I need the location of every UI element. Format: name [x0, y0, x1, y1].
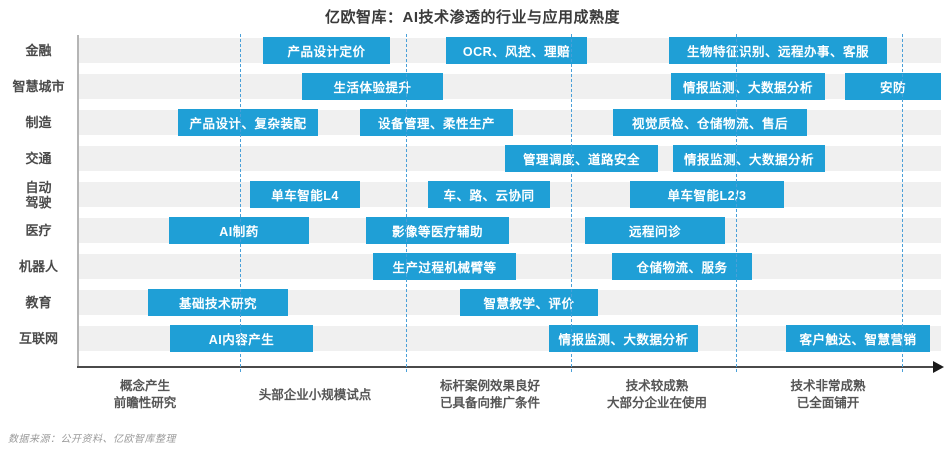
task-box: 情报监测、大数据分析: [673, 145, 825, 172]
industry-label: 制造: [0, 104, 77, 141]
source-note: 数据来源：公开资料、亿欧智库整理: [8, 434, 176, 445]
stage-axis-label-line: 技术较成熟: [625, 379, 689, 393]
industry-label-line: 金融: [25, 43, 52, 58]
stage-axis-label: 头部企业小规模试点: [215, 377, 415, 413]
stage-axis-label-line: 已全面铺开: [796, 396, 860, 410]
stage-divider-line: [571, 34, 572, 372]
task-box: AI内容产生: [170, 325, 313, 352]
task-box: 情报监测、大数据分析: [549, 325, 698, 352]
industry-label: 教育: [0, 284, 77, 321]
chart-title: 亿欧智库：AI技术渗透的行业与应用成熟度: [324, 9, 620, 26]
industry-label: 交通: [0, 140, 77, 177]
stage-divider-line: [736, 34, 737, 372]
stage-axis-label-line: 技术非常成熟: [790, 379, 866, 393]
task-box: 单车智能L4: [250, 181, 360, 208]
industry-label-line: 制造: [25, 115, 52, 130]
task-box: 基础技术研究: [148, 289, 288, 316]
task-box: 智慧教学、评价: [460, 289, 598, 316]
industry-label: 机器人: [0, 248, 77, 285]
industry-label: 医疗: [0, 212, 77, 249]
industry-label-line: 智慧城市: [12, 79, 65, 94]
x-axis-line: [77, 366, 935, 368]
task-box: 车、路、云协同: [428, 181, 550, 208]
task-box: 影像等医疗辅助: [366, 217, 509, 244]
task-box: 设备管理、柔性生产: [360, 109, 513, 136]
stage-axis-label: 概念产生前瞻性研究: [45, 377, 245, 413]
stage-axis-label-line: 大部分企业在使用: [606, 396, 707, 410]
stage-axis-label: 技术较成熟大部分企业在使用: [557, 377, 757, 413]
stage-axis-label-line: 标杆案例效果良好: [439, 379, 540, 393]
task-box: 生物特征识别、远程办事、客服: [669, 37, 887, 64]
stage-axis-label-line: 已具备向推广条件: [439, 396, 540, 410]
task-box: 情报监测、大数据分析: [671, 73, 825, 100]
industry-label-line: 机器人: [18, 259, 58, 274]
task-box: 生活体验提升: [302, 73, 443, 100]
task-box: OCR、风控、理赔: [446, 37, 587, 64]
industry-label: 金融: [0, 32, 77, 69]
task-box: 管理调度、道路安全: [505, 145, 658, 172]
industry-label-line: 驾驶: [25, 194, 52, 210]
industry-label: 互联网: [0, 320, 77, 357]
task-box: 产品设计、复杂装配: [178, 109, 318, 136]
industry-label-line: 教育: [25, 295, 52, 310]
stage-divider-line: [902, 34, 903, 372]
task-box: 仓储物流、服务: [612, 253, 752, 280]
task-box: 远程问诊: [585, 217, 725, 244]
y-axis-line: [77, 35, 79, 367]
stage-axis-label: 标杆案例效果良好已具备向推广条件: [390, 377, 590, 413]
industry-label-line: 互联网: [18, 331, 58, 346]
task-box: 视觉质检、仓储物流、售后: [613, 109, 807, 136]
industry-label: 智慧城市: [0, 68, 77, 105]
task-box: 单车智能L2/3: [630, 181, 784, 208]
task-box: 客户触达、智慧营销: [786, 325, 930, 352]
stage-axis-label: 技术非常成熟已全面铺开: [728, 377, 928, 413]
stage-axis-label-line: 概念产生: [119, 379, 170, 393]
task-box: AI制药: [169, 217, 309, 244]
task-box: 产品设计定价: [263, 37, 390, 64]
x-axis-arrow-icon: [933, 361, 944, 373]
task-box: 安防: [845, 73, 941, 100]
industry-label: 自动驾驶: [0, 176, 77, 213]
stage-axis-label-line: 前瞻性研究: [113, 396, 177, 410]
stage-divider-line: [406, 34, 407, 372]
task-box: 生产过程机械臂等: [373, 253, 516, 280]
stage-divider-line: [240, 34, 241, 372]
industry-label-line: 自动: [25, 179, 52, 195]
stage-axis-label-line: 头部企业小规模试点: [258, 387, 372, 402]
industry-label-line: 医疗: [25, 223, 52, 238]
industry-label-line: 交通: [25, 151, 52, 166]
